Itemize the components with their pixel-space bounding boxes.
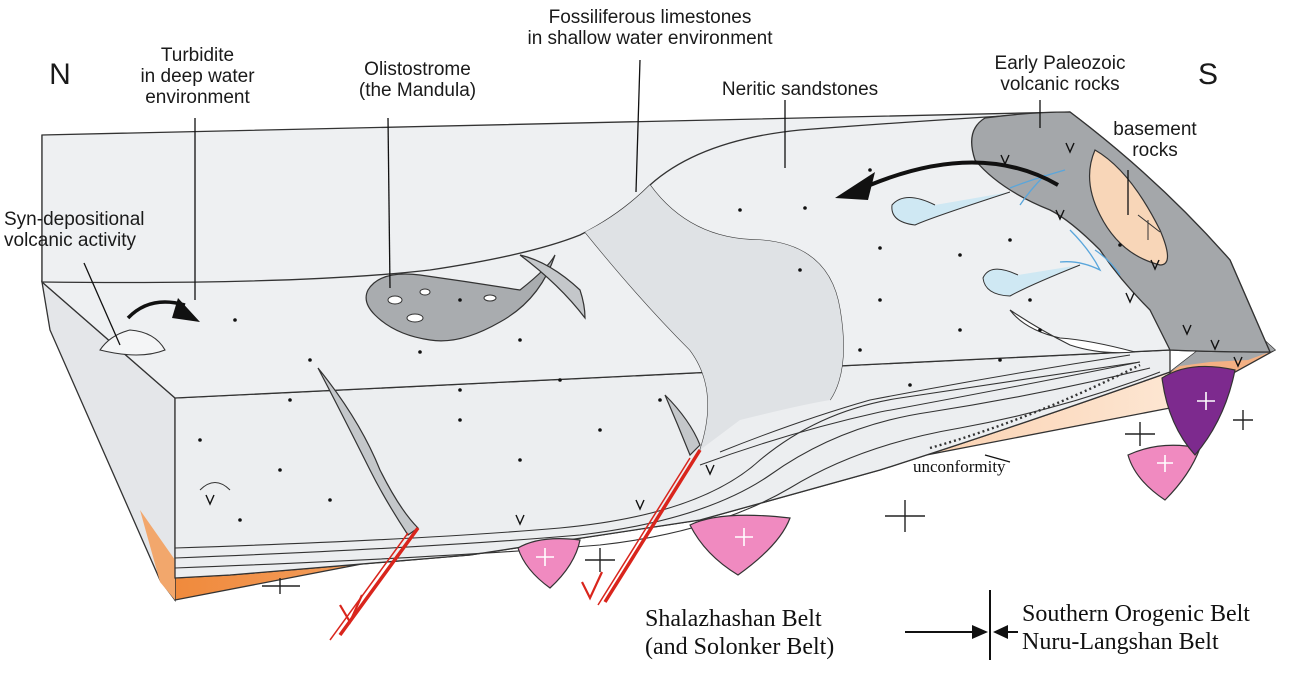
basement-cross-marks: [262, 410, 1253, 594]
fault-line-2b: [597, 457, 691, 606]
granite-purple: [1161, 365, 1236, 456]
transport-arrowhead: [835, 172, 875, 200]
belt-arrowhead-left: [972, 625, 988, 639]
fault-line-2: [603, 449, 702, 603]
wedge-right: [1009, 309, 1136, 354]
syn-depositional-label: Syn-depositional volcanic activity: [4, 209, 145, 251]
sediment-dots: [198, 168, 1122, 522]
unconformity-label: unconformity: [913, 457, 1006, 476]
sediment-layer-5: [699, 361, 1141, 466]
fault-scarp-mid: [664, 394, 701, 457]
water-front-face: [174, 349, 1171, 579]
sediment-layer-3: [174, 371, 1161, 569]
basement-cross-mark: [1137, 214, 1161, 240]
shelf-slope-boundary: [41, 111, 1071, 284]
granite-3: [1127, 444, 1201, 501]
granite-2: [689, 514, 791, 576]
olistolith-4: [419, 288, 431, 296]
belt-arrowhead-right: [993, 625, 1008, 639]
turbidite-label: Turbidite in deep water environment: [140, 45, 255, 108]
olistolith-2: [406, 313, 424, 323]
south-label: S: [1197, 58, 1218, 91]
early-paleozoic-label: Early Paleozoic volcanic rocks: [994, 53, 1126, 95]
volcanic-v-marks: [205, 142, 1243, 526]
alluvial-fan-1: [891, 191, 1011, 226]
fault-scarp-left: [317, 367, 419, 536]
belt-right-label: Southern Orogenic Belt Nuru-Langshan Bel…: [1022, 601, 1250, 656]
olistolith-1: [387, 295, 403, 305]
fault-sense-1: [339, 594, 364, 625]
leader-lines: [83, 59, 1129, 463]
limestones-label: Fossiliferous limestones in shallow wate…: [527, 7, 773, 49]
alluvial-fan-2: [982, 264, 1081, 297]
curved-arrowhead-vent: [172, 298, 200, 322]
blue-channels: [1009, 169, 1121, 276]
limestone-slope-shade: [585, 185, 844, 450]
fault-sense-2: [581, 571, 603, 601]
olistostrome-label: Olistostrome (the Mandula): [358, 59, 477, 101]
fault-scarp-top: [519, 254, 586, 320]
sediment-layer-2: [174, 367, 1151, 559]
unconformity-line: [929, 363, 1141, 450]
neritic-label: Neritic sandstones: [721, 79, 879, 100]
belt-left-label: Shalazhashan Belt (and Solonker Belt): [645, 606, 835, 661]
left-face-orange: [140, 510, 175, 600]
basement-label: basement rocks: [1113, 119, 1197, 161]
granite-1: [517, 538, 581, 589]
transport-arrow: [869, 160, 1059, 187]
olistolith-3: [483, 294, 497, 302]
north-label: N: [49, 58, 71, 91]
fault-line-1b: [329, 532, 409, 641]
sediment-layer-4: [719, 354, 1131, 453]
mini-volcano: [199, 482, 231, 491]
granite-cross-marks: [536, 392, 1215, 566]
